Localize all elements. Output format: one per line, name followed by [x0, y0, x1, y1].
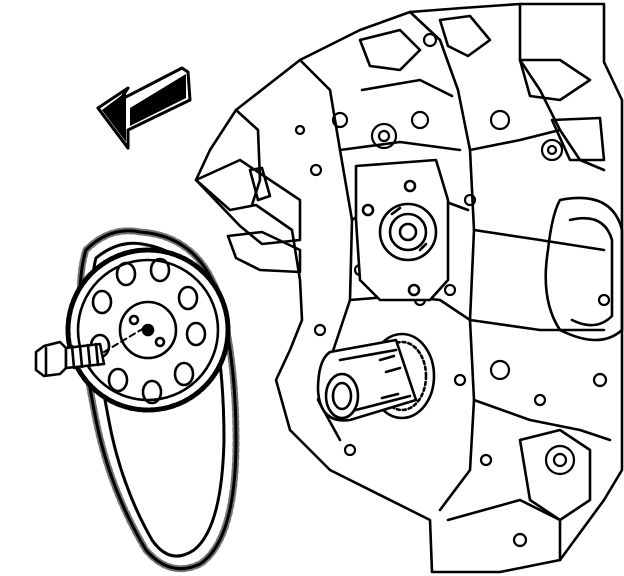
crankshaft-sprocket [316, 332, 436, 422]
sprocket-bolt [34, 327, 145, 378]
camshaft-sprocket [65, 247, 231, 413]
direction-arrow [96, 66, 192, 150]
camshaft-retainer [354, 158, 450, 302]
